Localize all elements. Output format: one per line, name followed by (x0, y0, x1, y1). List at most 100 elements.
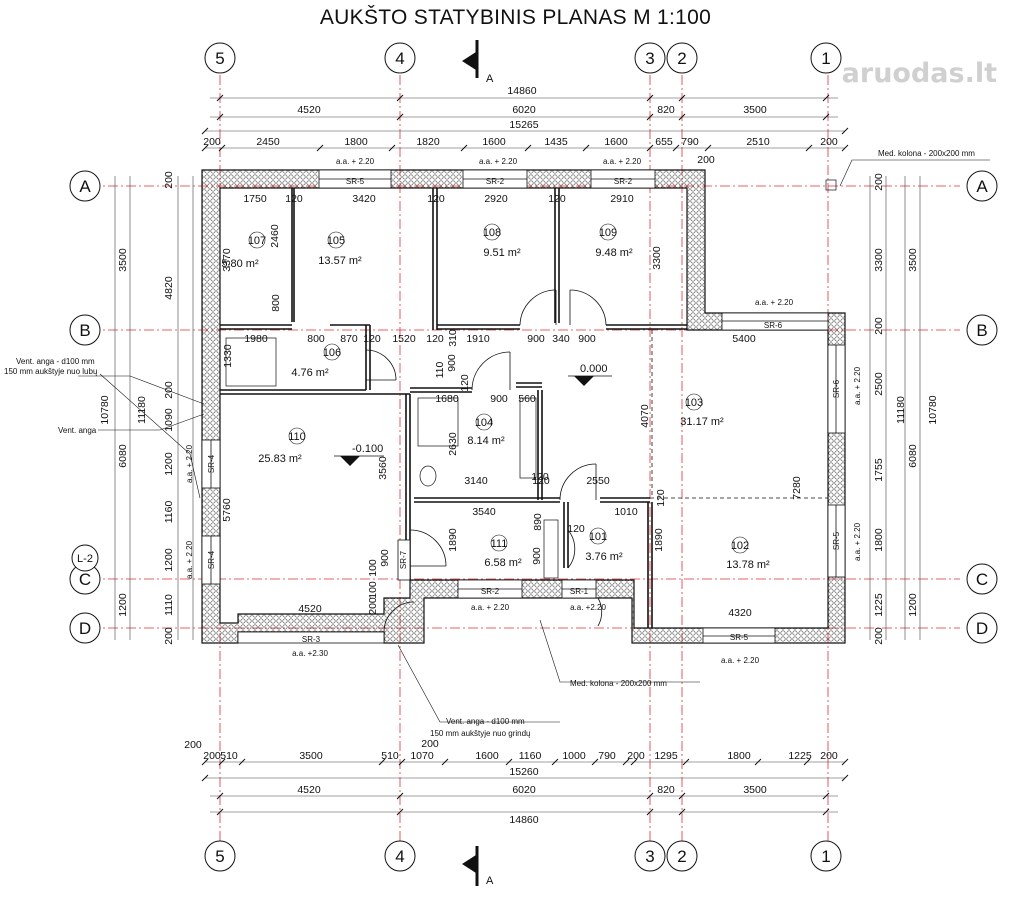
annotation-vent-bottom-2: 150 mm aukštyje nuo grindų (430, 729, 531, 738)
svg-text:6080: 6080 (907, 444, 919, 468)
svg-text:800: 800 (270, 294, 282, 312)
svg-text:A: A (486, 73, 494, 85)
svg-text:3420: 3420 (352, 193, 376, 205)
svg-text:200: 200 (820, 750, 838, 762)
svg-text:2460: 2460 (269, 224, 281, 248)
svg-text:6020: 6020 (512, 104, 536, 116)
svg-text:900: 900 (527, 333, 545, 345)
svg-text:120: 120 (363, 333, 381, 345)
axis-label-4-top: 4 (395, 49, 404, 68)
svg-text:1200: 1200 (163, 548, 175, 572)
svg-text:1800: 1800 (344, 136, 368, 148)
svg-text:200: 200 (367, 597, 379, 615)
svg-text:1750: 1750 (243, 193, 267, 205)
axis-label-A-right: A (976, 177, 988, 196)
svg-text:a.a. + 2.20: a.a. + 2.20 (721, 656, 760, 665)
svg-text:200: 200 (163, 381, 175, 399)
svg-text:120: 120 (426, 333, 444, 345)
axis-bubbles (69, 42, 998, 872)
svg-text:3300: 3300 (651, 246, 663, 270)
svg-text:5760: 5760 (221, 498, 233, 522)
svg-text:2450: 2450 (256, 136, 280, 148)
svg-text:1890: 1890 (447, 528, 459, 552)
dimension-lines (114, 97, 921, 813)
svg-text:a.a. +2.30: a.a. +2.30 (292, 649, 328, 658)
level-marker-main: 0.000 (568, 363, 612, 386)
svg-text:1070: 1070 (410, 750, 434, 762)
svg-text:SR-1: SR-1 (570, 587, 589, 596)
svg-text:9.51 m²: 9.51 m² (483, 247, 521, 259)
svg-text:10780: 10780 (99, 395, 111, 424)
svg-text:15260: 15260 (509, 766, 538, 778)
inner-dimensions: 1750 120 3420 120 2920 120 2910 2460 337… (221, 193, 803, 619)
svg-text:2920: 2920 (484, 193, 508, 205)
svg-text:1600: 1600 (475, 750, 499, 762)
svg-text:110: 110 (434, 361, 446, 378)
svg-text:890: 890 (532, 513, 544, 531)
axis-label-A-left: A (79, 177, 91, 196)
svg-text:100: 100 (367, 581, 379, 599)
svg-text:6.58 m²: 6.58 m² (484, 557, 522, 569)
svg-text:3300: 3300 (873, 248, 885, 272)
svg-text:820: 820 (657, 784, 675, 796)
svg-text:25.83 m²: 25.83 m² (258, 453, 302, 465)
svg-text:3500: 3500 (907, 248, 919, 272)
axis-label-1-bottom: 1 (821, 847, 830, 866)
axis-label-3-top: 3 (645, 49, 654, 68)
svg-text:SR-6: SR-6 (832, 379, 841, 398)
axis-label-5-top: 5 (215, 49, 224, 68)
svg-text:a.a. + 2.20: a.a. + 2.20 (479, 157, 518, 166)
svg-text:11180: 11180 (136, 396, 148, 424)
svg-text:SR-3: SR-3 (302, 635, 321, 644)
svg-text:1330: 1330 (222, 344, 234, 368)
svg-text:0.000: 0.000 (580, 363, 608, 375)
axis-label-B-left: B (79, 321, 90, 340)
svg-text:1600: 1600 (604, 136, 628, 148)
svg-text:200: 200 (184, 739, 202, 751)
svg-text:4520: 4520 (297, 784, 321, 796)
svg-text:900: 900 (379, 549, 391, 567)
svg-text:3.76 m²: 3.76 m² (585, 551, 623, 563)
svg-text:-0.100: -0.100 (352, 443, 383, 455)
svg-text:6020: 6020 (512, 784, 536, 796)
svg-text:4820: 4820 (163, 276, 175, 300)
windows (201, 169, 846, 644)
svg-text:1160: 1160 (163, 501, 175, 524)
window-heights: a.a. + 2.20 a.a. + 2.20 a.a. + 2.20 a.a.… (185, 157, 862, 665)
svg-text:SR-5: SR-5 (730, 633, 749, 642)
svg-text:2510: 2510 (746, 136, 770, 148)
svg-text:510: 510 (381, 750, 399, 762)
svg-text:1980: 1980 (244, 333, 268, 345)
annotation-leaders (78, 159, 990, 723)
svg-text:7280: 7280 (791, 476, 803, 500)
svg-text:1520: 1520 (392, 333, 416, 345)
svg-text:4320: 4320 (728, 607, 752, 619)
svg-text:200: 200 (163, 171, 175, 189)
svg-text:3500: 3500 (743, 784, 767, 796)
svg-text:2500: 2500 (873, 372, 885, 396)
annotation-vent-top-2: 150 mm aukštyje nuo lubų (4, 367, 98, 376)
svg-text:a.a. + 2.20: a.a. + 2.20 (185, 444, 194, 483)
svg-text:800: 800 (307, 333, 325, 345)
svg-text:120: 120 (548, 193, 566, 205)
svg-text:14860: 14860 (509, 814, 538, 826)
svg-text:104: 104 (475, 417, 493, 429)
svg-text:1820: 1820 (416, 136, 440, 148)
axis-label-D-left: D (79, 619, 91, 638)
annotation-vent-bottom-1: Vent. anga - d100 mm (446, 717, 525, 726)
annotations: Med. kolona - 200x200 mm Vent. anga - d1… (4, 149, 975, 738)
svg-text:SR-4: SR-4 (207, 454, 216, 473)
svg-text:4520: 4520 (297, 104, 321, 116)
svg-text:2630: 2630 (447, 432, 459, 456)
plan-title: AUKŠTO STATYBINIS PLANAS M 1:100 (319, 6, 712, 29)
svg-text:a.a. + 2.20: a.a. + 2.20 (185, 540, 194, 579)
svg-text:200: 200 (203, 750, 221, 762)
svg-text:120: 120 (459, 374, 471, 392)
svg-text:11180: 11180 (895, 396, 907, 424)
section-marker-top: A (462, 40, 494, 85)
